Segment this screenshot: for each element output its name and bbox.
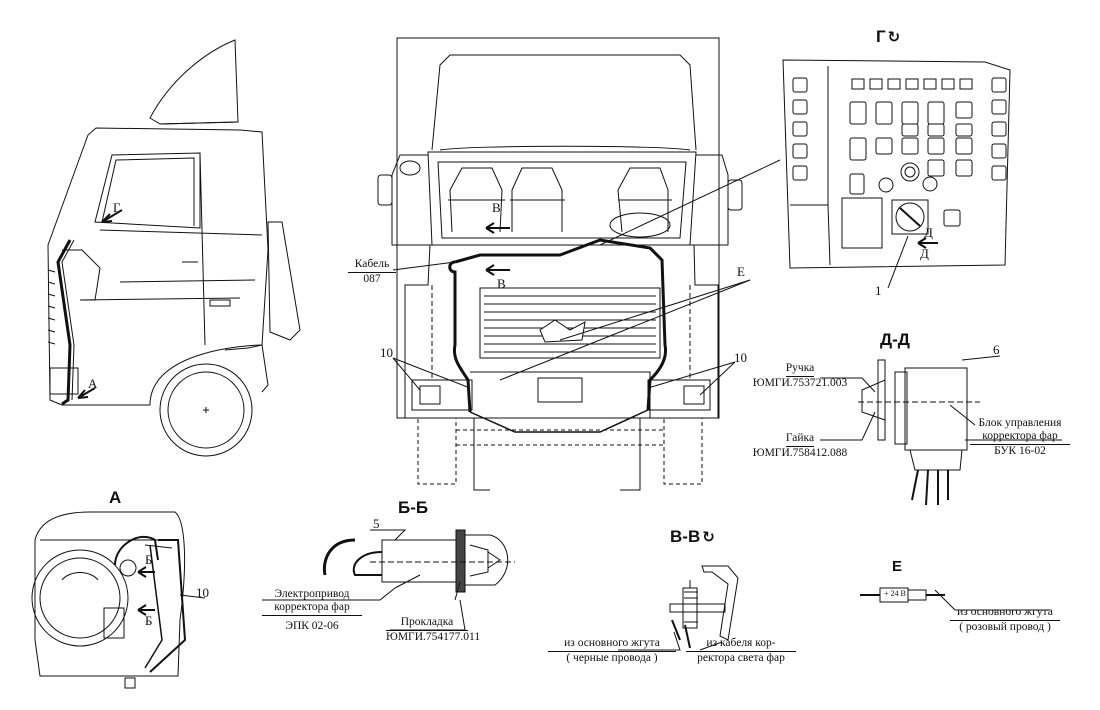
- view-marker-b-bottom: Б: [145, 613, 153, 628]
- callout-10-left: 10: [380, 345, 393, 360]
- callout-10-detail: 10: [196, 585, 209, 600]
- cable-label: Кабель 087: [348, 258, 396, 286]
- view-marker-b-top: Б: [145, 552, 153, 567]
- view-marker-e: Е: [737, 264, 745, 279]
- nut-label: Гайка ЮМГИ.758412.088: [752, 432, 848, 459]
- rotate-icon: ↻: [887, 29, 901, 46]
- supply-connector: [860, 587, 1050, 611]
- corrector-cable-label: из кабеля кор- ректора света фар: [686, 637, 796, 665]
- callout-6: 6: [993, 342, 1000, 357]
- headlamp-detail: [31, 511, 206, 689]
- section-title-g: Г↻: [876, 27, 901, 46]
- control-block-section: [820, 355, 1062, 506]
- ground-connector-section: [618, 565, 739, 651]
- voltage-label: + 24 В: [884, 589, 906, 598]
- gasket-label: Прокладка ЮМГИ.754177.011: [386, 616, 481, 643]
- actuator-section: [262, 529, 515, 631]
- section-title-bb: Б-Б: [398, 498, 429, 517]
- handle-label: Ручка ЮМГИ.753721.003: [752, 362, 848, 389]
- actuator-label: Электропривод корректора фар ЭПК 02-06: [262, 588, 362, 633]
- cab-side-view: [47, 39, 301, 457]
- section-title-a: А: [109, 488, 122, 507]
- view-marker-v-top: В: [492, 200, 501, 215]
- callout-1: 1: [875, 283, 882, 298]
- view-marker-v-bottom: В: [497, 276, 506, 291]
- callout-5: 5: [373, 516, 380, 531]
- control-block-label: Блок управления корректора фар БУК 16-02: [970, 417, 1070, 458]
- main-harness-pink-label: из основного жгута ( розовый провод ): [950, 606, 1060, 634]
- rotate-icon: ↻: [702, 529, 715, 546]
- view-marker-d-bottom: Д: [920, 246, 929, 261]
- main-harness-black-label: из основного жгута ( черные провода ): [548, 637, 676, 665]
- section-title-dd: Д-Д: [880, 330, 910, 349]
- control-panel-view: [782, 59, 1011, 289]
- truck-front-view: [377, 37, 781, 491]
- section-title-e: Е: [892, 558, 903, 575]
- callout-10-right: 10: [734, 350, 747, 365]
- view-marker-a: А: [88, 376, 98, 391]
- view-marker-g: Г: [113, 200, 121, 215]
- section-title-vv: В-В↻: [670, 527, 715, 546]
- view-marker-d-top: Д: [924, 225, 933, 240]
